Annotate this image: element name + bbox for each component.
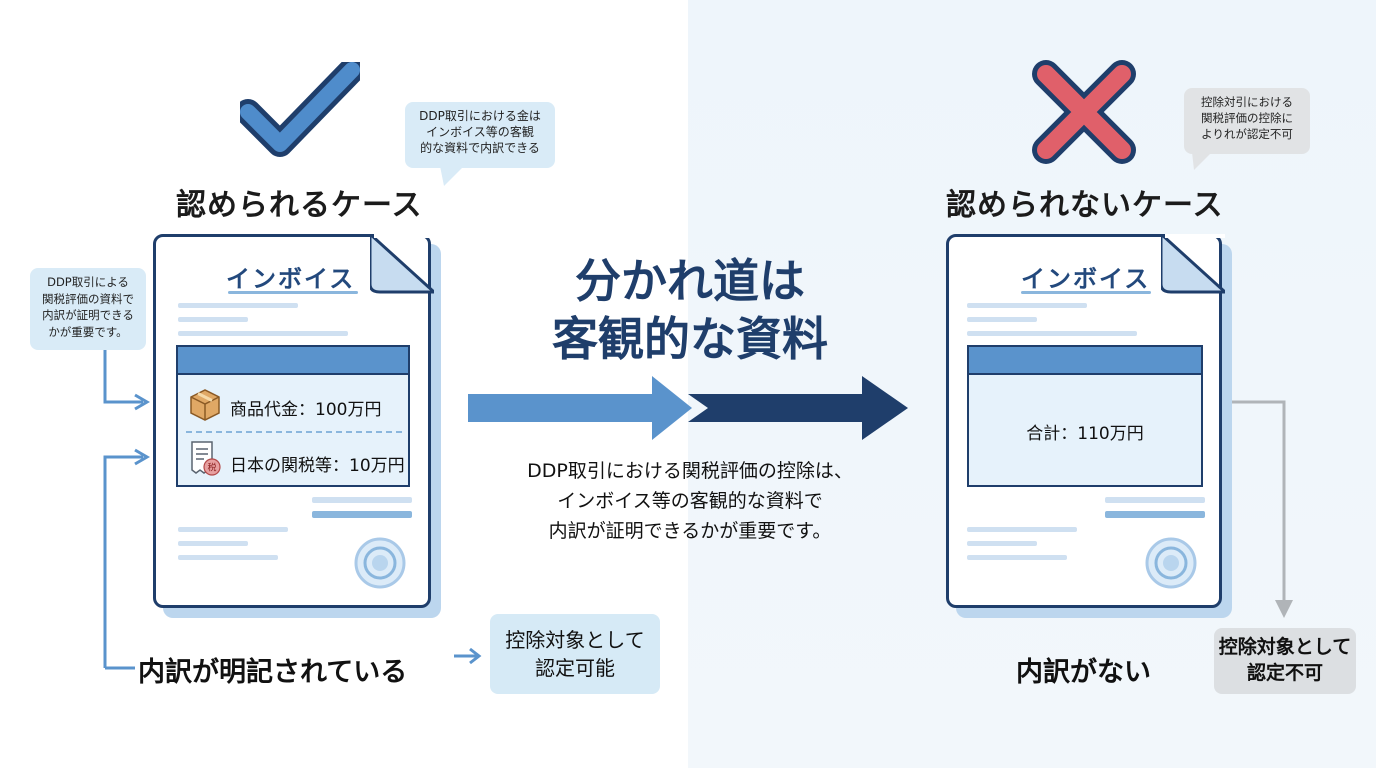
rejected-invoice-document: インボイス 合計：110万円: [946, 234, 1225, 608]
rejected-case-title: 認められないケース: [946, 188, 1224, 223]
no-breakdown-label: 内訳がない: [1016, 657, 1151, 688]
not-deductible-result-badge: 控除対象として 認定不可: [1214, 628, 1356, 694]
center-description: DDP取引における関税評価の控除は、 インボイス等の客観的な資料で 内訳が証明で…: [460, 456, 920, 546]
seal-icon: [354, 537, 406, 589]
check-icon: [240, 62, 360, 157]
bubble-line: 関税評価の控除に: [1201, 111, 1293, 125]
text-line: [967, 303, 1087, 308]
bubble-line: 関税評価の資料で: [42, 291, 134, 306]
text-line: [178, 317, 248, 322]
itemized-label: 内訳が明記されている: [138, 657, 408, 688]
title-underline: [1021, 291, 1151, 294]
text-line: [1105, 497, 1205, 503]
text-line: [967, 331, 1137, 336]
invoice-title: インボイス: [226, 265, 356, 293]
text-line: [178, 303, 298, 308]
text-line: [178, 555, 278, 560]
dashed-divider: [186, 431, 402, 433]
breakdown-header-bar: [178, 347, 408, 375]
bubble-line: 内訳が証明できる: [42, 308, 134, 322]
itemized-breakdown-box: 商品代金：100万円 税 日本の関税等：10万円: [176, 345, 410, 487]
result-line: 控除対象として: [505, 628, 645, 652]
description-line: インボイス等の客観的な資料で: [557, 490, 823, 512]
title-underline: [228, 291, 358, 294]
stamp-char: 税: [207, 462, 216, 474]
seal-icon: [1145, 537, 1197, 589]
package-box-icon: [190, 389, 220, 421]
bubble-line: 的な資料で内訳できる: [420, 141, 540, 155]
text-line: [178, 541, 248, 546]
total-header-bar: [969, 347, 1201, 375]
left-top-speech-bubble: DDP取引における金は インボイス等の客観 的な資料で内訳できる: [405, 102, 555, 168]
text-line: [178, 527, 288, 532]
product-price-line: 商品代金：100万円: [230, 400, 382, 420]
result-line: 認定可能: [535, 656, 615, 680]
page-fold-corner: [370, 234, 434, 294]
bubble-line: よりれが認定不可: [1201, 127, 1293, 141]
bubble-line: DDP取引における金は: [419, 109, 541, 123]
accepted-case-title: 認められるケース: [176, 188, 423, 223]
left-side-speech-bubble: DDP取引による 関税評価の資料で 内訳が証明できる かが重要です。: [30, 268, 146, 350]
right-connector-line: [1232, 400, 1293, 618]
text-line: [967, 541, 1037, 546]
bubble-line: DDP取引による: [47, 275, 129, 289]
description-line: 内訳が証明できるかが重要です。: [548, 520, 832, 542]
page-fold-corner: [1161, 234, 1225, 294]
accepted-invoice-document: インボイス 商品代金：100万円 税 日本の関税等：10万円: [153, 234, 434, 608]
text-line: [312, 497, 412, 503]
deductible-result-badge: 控除対象として 認定可能: [490, 614, 660, 694]
invoice-title: インボイス: [1021, 265, 1151, 293]
text-line: [1105, 511, 1205, 518]
center-headline: 分かれ道は 客観的な資料: [500, 252, 880, 368]
receipt-stamp-icon: 税: [191, 441, 221, 476]
bubble-line: インボイス等の客観: [426, 125, 534, 139]
small-arrow-right: [454, 647, 482, 665]
right-top-speech-bubble: 控除対引における 関税評価の控除に よりれが認定不可: [1184, 88, 1310, 154]
result-line: 認定不可: [1246, 662, 1323, 684]
headline-line: 分かれ道は: [575, 254, 805, 308]
text-line: [967, 317, 1037, 322]
center-flow-arrow: [468, 376, 908, 440]
bubble-line: かが重要です。: [48, 324, 128, 339]
description-line: DDP取引における関税評価の控除は、: [527, 460, 853, 482]
text-line: [178, 331, 348, 336]
left-connector-lines: [103, 350, 150, 670]
text-line: [967, 527, 1077, 532]
cross-icon: [1032, 60, 1136, 164]
total-only-box: 合計：110万円: [967, 345, 1203, 487]
bubble-tail: [440, 166, 464, 186]
text-line: [967, 555, 1067, 560]
total-amount-line: 合計：110万円: [1026, 424, 1144, 444]
bubble-tail: [1192, 152, 1212, 170]
text-line: [312, 511, 412, 518]
japan-duty-line: 日本の関税等：10万円: [230, 456, 405, 476]
bubble-line: 控除対引における: [1201, 95, 1293, 109]
result-line: 控除対象として: [1218, 636, 1352, 658]
headline-line: 客観的な資料: [552, 312, 828, 366]
